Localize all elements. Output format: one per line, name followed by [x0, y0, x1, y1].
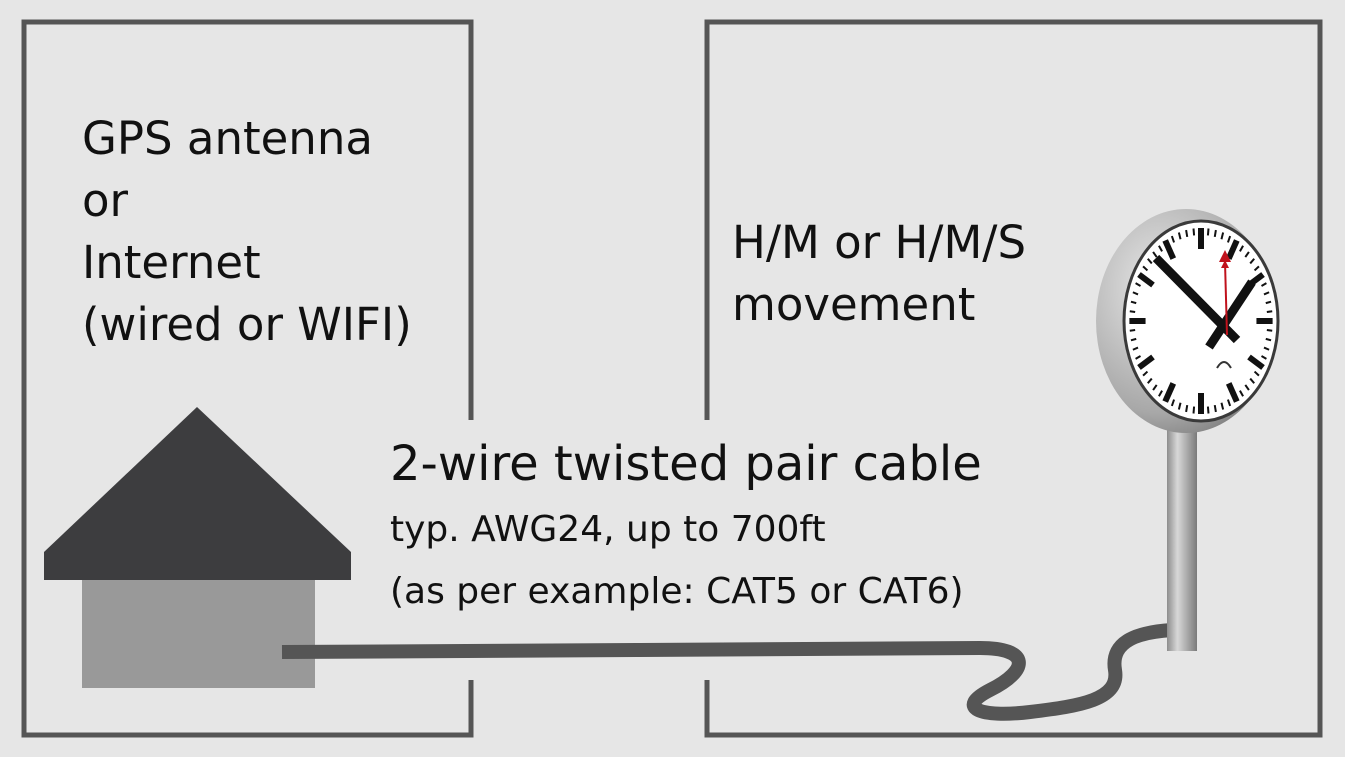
left-label-line-2: or: [82, 174, 129, 227]
clock-minute-tick: [1152, 251, 1158, 258]
clock-minute-tick: [1226, 399, 1232, 407]
clock-minute-tick: [1220, 232, 1225, 240]
clock-minute-tick: [1226, 235, 1232, 243]
clock-minute-tick: [1147, 377, 1153, 384]
clock-minute-tick: [1185, 229, 1189, 238]
house-body: [82, 578, 315, 688]
clock-minute-tick: [1132, 346, 1139, 351]
clock-hour-tick: [1137, 354, 1155, 370]
clock-minute-tick: [1192, 228, 1196, 236]
clock-minute-tick: [1239, 390, 1244, 397]
cable-example: (as per example: CAT5 or CAT6): [390, 571, 964, 612]
clock-minute-tick: [1265, 300, 1272, 305]
clock-minute-tick: [1206, 228, 1210, 236]
clock-hour-tick: [1162, 239, 1177, 260]
clock-hour-tick: [1225, 239, 1240, 260]
left-label-line-4: (wired or WIFI): [82, 298, 412, 351]
clock-minute-tick: [1135, 355, 1142, 360]
clock-minute-tick: [1266, 328, 1273, 332]
clock-minute-tick: [1130, 300, 1137, 305]
clock-minute-tick: [1266, 310, 1273, 314]
right-panel-label: H/M or H/M/S movement: [732, 212, 1026, 336]
clock-minute-tick: [1142, 265, 1149, 272]
right-label-line-1: H/M or H/M/S: [732, 216, 1027, 269]
clock-minute-tick: [1239, 245, 1244, 252]
clock-minute-tick: [1129, 310, 1136, 314]
hour-hand: [1205, 279, 1256, 350]
clock-minute-tick: [1260, 282, 1267, 287]
house-icon: [44, 407, 351, 688]
clock-minute-tick: [1170, 399, 1176, 407]
clock-minute-tick: [1142, 370, 1149, 377]
station-clock-icon: [1096, 209, 1280, 651]
clock-minute-tick: [1130, 337, 1137, 342]
house-roof: [44, 407, 351, 580]
clock-minute-tick: [1220, 402, 1225, 410]
cable-spec: typ. AWG24, up to 700ft: [390, 509, 826, 550]
second-hand: [1224, 261, 1228, 336]
clock-minute-tick: [1249, 258, 1255, 265]
cable-title: 2-wire twisted pair cable: [390, 436, 982, 492]
clock-minute-tick: [1152, 384, 1158, 391]
clock-minute-tick: [1263, 291, 1270, 296]
clock-minute-tick: [1158, 245, 1163, 252]
clock-minute-tick: [1244, 251, 1250, 258]
clock-minute-tick: [1253, 370, 1260, 377]
clock-minute-tick: [1185, 404, 1189, 413]
clock-face: [1122, 219, 1280, 423]
clock-minute-tick: [1170, 235, 1176, 243]
clock-minute-tick: [1249, 377, 1255, 384]
clock-minute-tick: [1253, 265, 1260, 272]
minute-hand: [1152, 254, 1241, 344]
clock-logo: [1216, 361, 1232, 369]
clock-minute-tick: [1192, 406, 1196, 414]
clock-hour-tick: [1162, 382, 1177, 403]
twisted-pair-cable: [281, 623, 1173, 721]
clock-minute-tick: [1244, 384, 1250, 391]
right-label-line-2: movement: [732, 278, 976, 331]
right-frame: [704, 19, 1323, 738]
clock-minute-tick: [1177, 232, 1182, 240]
clock-hour-tick: [1225, 382, 1240, 403]
left-frame: [21, 19, 474, 738]
clock-minute-tick: [1158, 390, 1163, 397]
left-label-line-3: Internet: [82, 236, 261, 289]
clock-ticks: [1129, 228, 1273, 414]
clock-minute-tick: [1206, 406, 1210, 414]
clock-minute-tick: [1265, 337, 1272, 342]
left-label-line-1: GPS antenna: [82, 112, 373, 165]
left-panel-label: GPS antenna or Internet (wired or WIFI): [82, 108, 412, 356]
clock-minute-tick: [1177, 402, 1182, 410]
clock-minute-tick: [1147, 258, 1153, 265]
clock-minute-tick: [1263, 346, 1270, 351]
clock-minute-tick: [1135, 282, 1142, 287]
second-hand-leaf: [1219, 250, 1231, 268]
clock-pole: [1167, 425, 1197, 651]
clock-minute-tick: [1129, 328, 1136, 332]
clock-minute-tick: [1260, 355, 1267, 360]
clock-minute-tick: [1132, 291, 1139, 296]
clock-minute-tick: [1213, 229, 1217, 238]
clock-minute-tick: [1213, 404, 1217, 413]
clock-hour-tick: [1137, 272, 1155, 288]
clock-hour-tick: [1247, 354, 1265, 370]
